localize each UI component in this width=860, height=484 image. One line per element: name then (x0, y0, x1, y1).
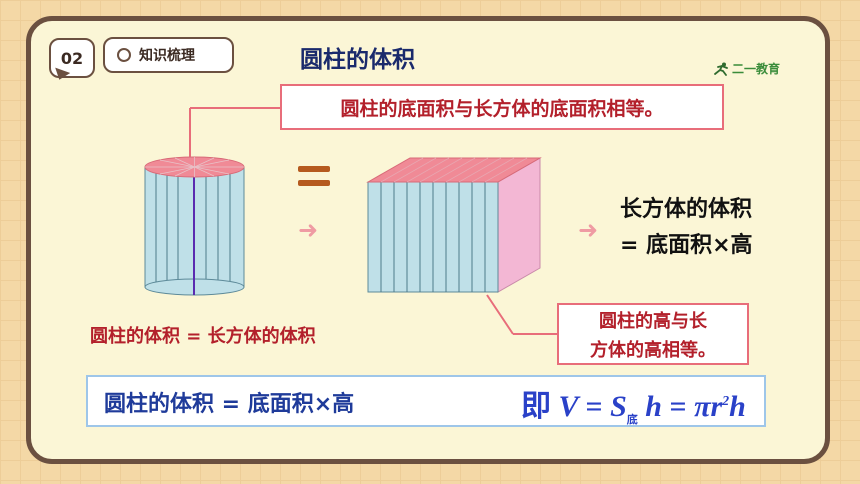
runner-icon (714, 62, 728, 76)
logo: 二一教育 (712, 60, 780, 77)
logo-text: 二一教育 (732, 62, 781, 76)
math-eq2: = (669, 390, 687, 423)
section-tab: 知识梳理 (103, 37, 234, 73)
equals-sign (298, 166, 330, 188)
cylinder-volume-formula: 即 V = S底 h = πr2h (521, 381, 746, 427)
math-sup: 2 (722, 394, 730, 409)
section-number-badge: 02 (49, 38, 95, 78)
math-prefix: 即 (521, 390, 551, 423)
summary-text: 圆柱的体积 = 底面积×高 (104, 392, 355, 417)
cuboid-formula-line2: = 底面积×高 (620, 233, 753, 258)
cylinder-slices (155, 170, 231, 293)
cuboid-columns (380, 182, 486, 292)
math-v: V (558, 390, 578, 423)
summary-box: 圆柱的体积 = 底面积×高 即 V = S底 h = πr2h (86, 375, 766, 427)
circle-icon (117, 48, 131, 62)
arrow-right-icon: ➜ (298, 216, 319, 244)
math-s: S (610, 390, 627, 423)
cuboid-formula-line1: 长方体的体积 (620, 197, 753, 222)
note-height-line2: 方体的高相等。 (590, 340, 716, 361)
page-title: 圆柱的体积 (300, 47, 415, 73)
math-h: h (645, 390, 662, 423)
cuboid-volume-formula: 长方体的体积 = 底面积×高 (620, 192, 753, 264)
note-height: 圆柱的高与长 方体的高相等。 (557, 303, 749, 365)
arrow-right-icon: ➜ (578, 216, 599, 244)
math-pi-r: πr (694, 390, 723, 423)
leader-line-bottom-diag (486, 294, 514, 335)
cylinder (144, 156, 245, 296)
math-sub: 底 (626, 414, 638, 426)
section-tab-label: 知识梳理 (139, 48, 195, 64)
math-eq1: = (585, 390, 603, 423)
volume-equality: 圆柱的体积 = 长方体的体积 (90, 326, 316, 347)
math-h2: h (729, 390, 746, 423)
note-base-area: 圆柱的底面积与长方体的底面积相等。 (280, 84, 724, 130)
note-height-line1: 圆柱的高与长 (599, 311, 707, 332)
cuboid (366, 157, 542, 293)
